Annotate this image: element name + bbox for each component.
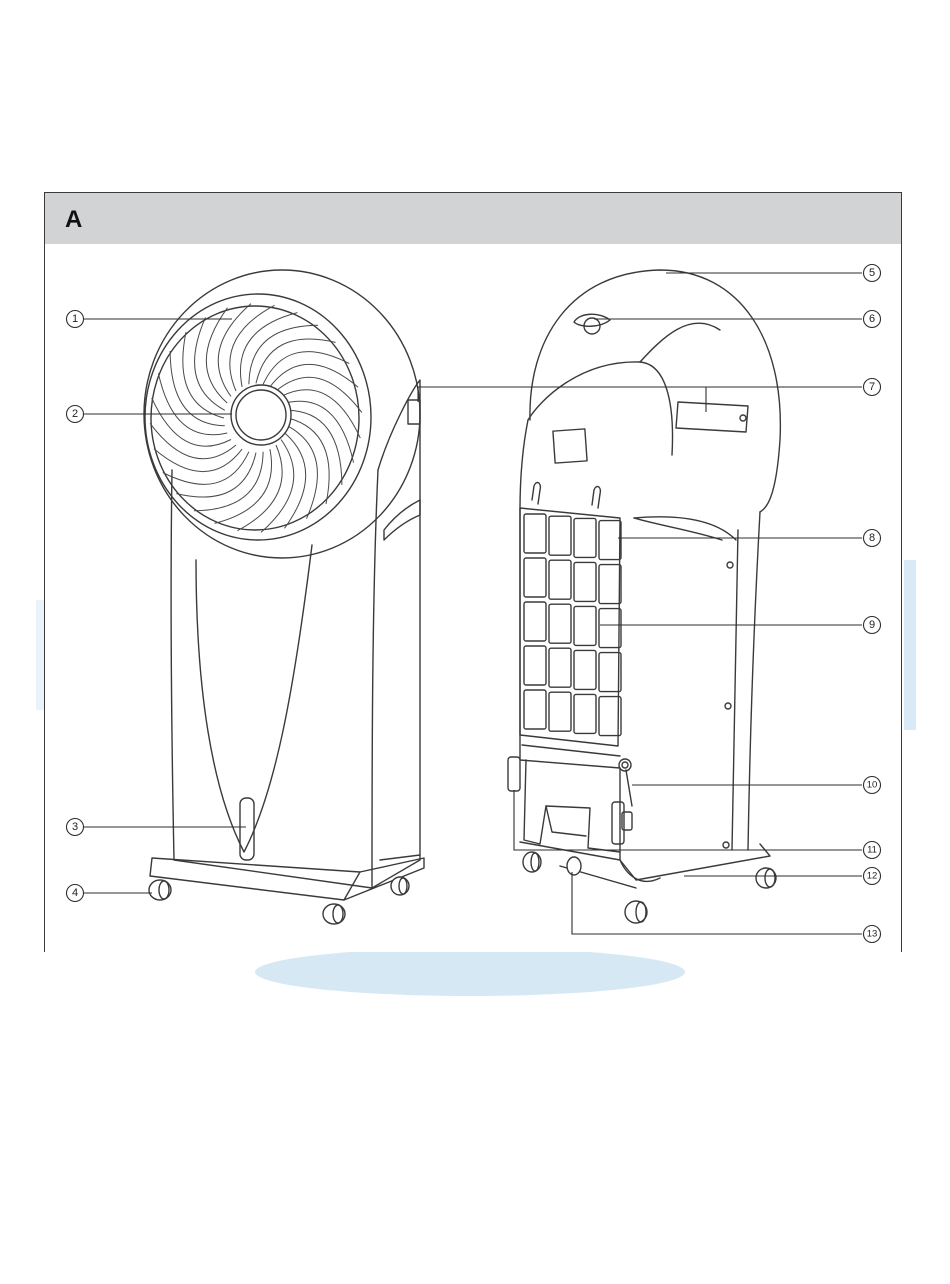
fan-blade [287, 410, 342, 485]
filter-cell [524, 602, 546, 641]
front-view [144, 270, 424, 924]
fan-blade [285, 433, 306, 528]
callout-10: 10 [864, 777, 881, 794]
callout-13-number: 13 [867, 929, 878, 940]
callout-5: 5 [864, 265, 881, 282]
filter-cell [549, 604, 571, 643]
callout-3-number: 3 [72, 821, 78, 833]
callout-8: 8 [864, 530, 881, 547]
filter-cell [524, 646, 546, 685]
filter-cell [599, 521, 621, 560]
callout-6: 6 [864, 311, 881, 328]
filter-cell [549, 692, 571, 731]
fan-blade [206, 308, 227, 403]
callout-6-number: 6 [869, 313, 875, 325]
fan-blade [249, 325, 318, 384]
back-view [508, 270, 780, 923]
fan-blade [261, 440, 294, 533]
back-castors [523, 852, 776, 923]
filter-cell [574, 606, 596, 645]
callout-2: 2 [67, 406, 84, 423]
fan-blade [256, 339, 336, 383]
fan-blade [154, 449, 242, 472]
filter-cell [599, 565, 621, 604]
filter-cell [574, 650, 596, 689]
filter-cell [524, 558, 546, 597]
callout-9: 9 [864, 617, 881, 634]
fan-blade [270, 364, 358, 387]
filter-cell [549, 648, 571, 687]
callout-3: 3 [67, 819, 84, 836]
fan-blade [150, 423, 236, 458]
callout-8-number: 8 [869, 532, 875, 544]
fan-blade [218, 304, 251, 397]
callout-1-number: 1 [72, 313, 78, 325]
callout-9-number: 9 [869, 619, 875, 631]
leader-lines [84, 273, 862, 934]
callout-markers: 1 2 3 4 5 6 7 8 [67, 265, 881, 943]
filter-cell [599, 609, 621, 648]
callout-1: 1 [67, 311, 84, 328]
callout-10-number: 10 [867, 780, 878, 791]
fan-blade [176, 453, 256, 497]
fan-blade [194, 452, 263, 511]
filter-cell [549, 560, 571, 599]
filter-cell [574, 694, 596, 733]
callout-5-number: 5 [869, 267, 875, 279]
callout-11-number: 11 [867, 845, 877, 856]
callout-12-number: 12 [867, 871, 878, 882]
callout-7: 7 [864, 379, 881, 396]
filter-cell [599, 653, 621, 692]
callout-4-number: 4 [72, 887, 78, 899]
filter-cell [549, 516, 571, 555]
callout-4: 4 [67, 885, 84, 902]
filter-cell [524, 690, 546, 729]
callout-11: 11 [864, 842, 881, 859]
callout-12: 12 [864, 868, 881, 885]
filter-cell [524, 514, 546, 553]
filter-cell [574, 518, 596, 557]
callout-13: 13 [864, 926, 881, 943]
front-castors [149, 877, 409, 924]
fan-blade [183, 332, 224, 418]
callout-2-number: 2 [72, 408, 78, 420]
fan-blade [288, 418, 329, 504]
filter-cell [574, 562, 596, 601]
callout-7-number: 7 [869, 381, 875, 393]
